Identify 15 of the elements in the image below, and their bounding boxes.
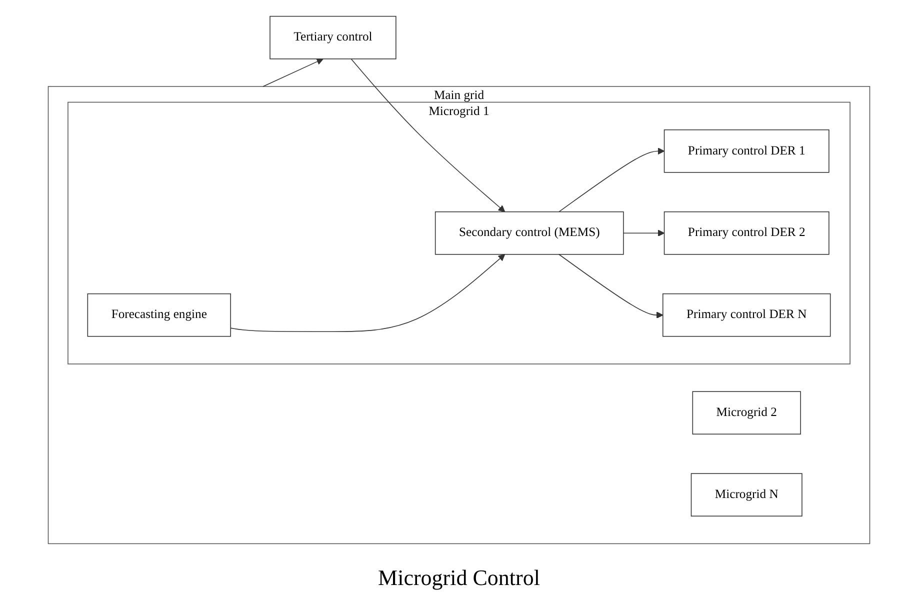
node-box: Primary control DER N — [662, 292, 831, 336]
caption: Microgrid Control — [378, 565, 540, 591]
arrow — [350, 58, 506, 212]
node-box: Forecasting engine — [87, 292, 231, 336]
arrow — [230, 254, 506, 332]
node-box: Primary control DER 1 — [664, 128, 830, 172]
arrow — [623, 229, 665, 236]
arrow — [558, 147, 665, 212]
node-box: Tertiary control — [270, 15, 396, 59]
node-box: Microgrid 2 — [692, 390, 801, 434]
arrow — [262, 58, 324, 86]
arrow — [558, 253, 664, 318]
node-box: Primary control DER 2 — [664, 210, 830, 254]
node-box: Secondary control (MEMS) — [434, 210, 624, 254]
node-box: Microgrid N — [690, 472, 802, 516]
